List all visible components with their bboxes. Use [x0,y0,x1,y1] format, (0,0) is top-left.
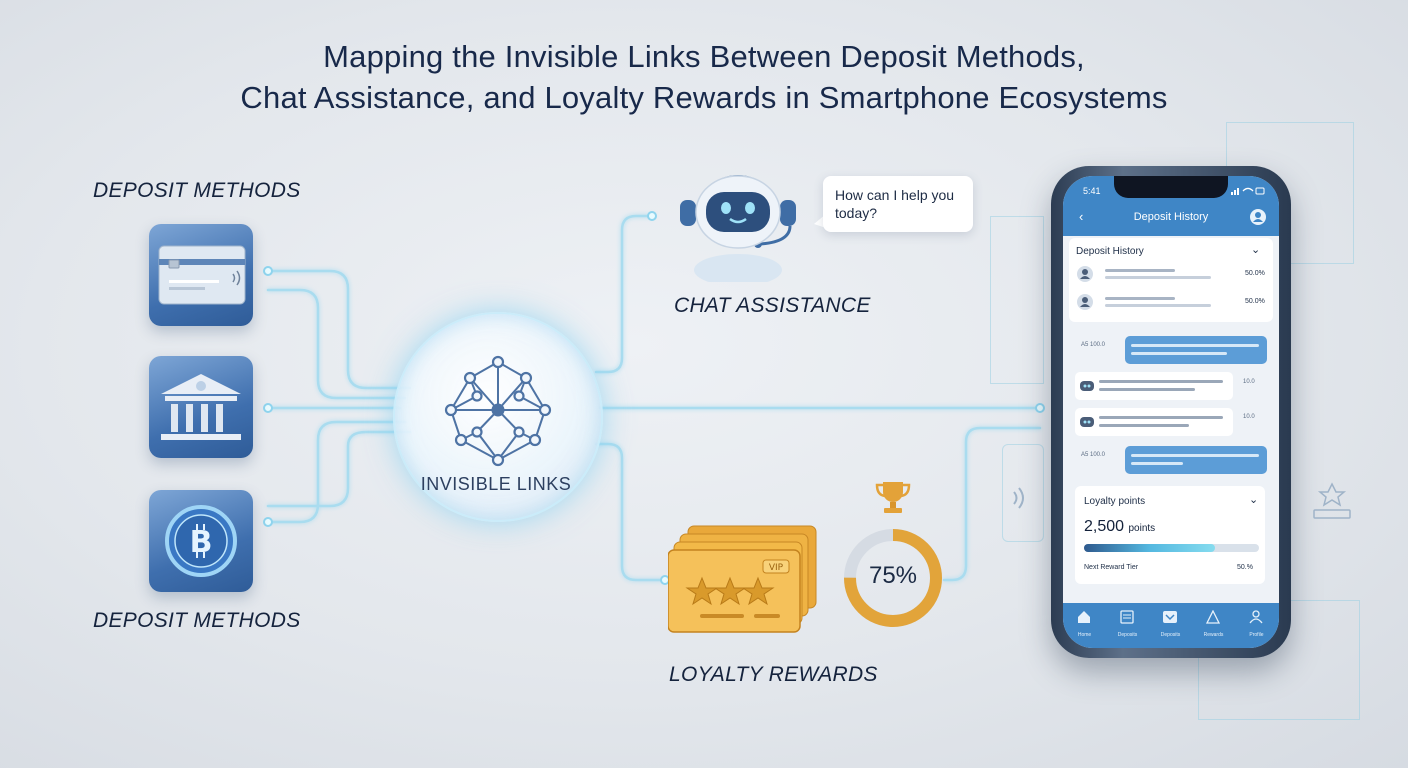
page-title: Mapping the Invisible Links Between Depo… [0,36,1408,118]
deposit-row[interactable]: 50.0% [1077,294,1267,312]
loyalty-points-number: 2,500 [1084,518,1125,535]
phone-notch [1114,176,1228,198]
title-line-2: Chat Assistance, and Loyalty Rewards in … [240,80,1168,115]
tab-label: Deposits [1117,632,1138,638]
bot-avatar-icon [1080,417,1094,427]
list-icon [1120,610,1134,624]
user-avatar-icon [1077,266,1093,282]
phone-tab-bar: Home Deposits Deposits Rewards Profile [1063,603,1279,648]
loyalty-progress-fill [1084,544,1216,552]
loyalty-points-value: 2,500 points [1084,518,1155,536]
status-icons [1231,187,1265,195]
next-tier-label: Next Reward Tier [1084,564,1139,571]
deposit-row[interactable]: 50.0% [1077,266,1267,284]
contactless-icon [1013,487,1024,509]
status-time: 5:41 [1083,186,1101,196]
chat-row-time: 10.0 [1243,414,1255,420]
trophy-icon [875,482,911,513]
vip-pedestal-icon [1313,482,1351,519]
deposit-history-chevron-icon[interactable]: ⌄ [1251,244,1261,256]
tab-label: Rewards [1203,632,1224,638]
person-icon [1249,610,1263,624]
rewards-icon [1206,610,1220,624]
chat-message-incoming[interactable] [1075,408,1233,436]
loyalty-progress-text: 75% [868,562,918,589]
tab-profile[interactable]: Profile [1235,603,1278,648]
loyalty-rewards-label: LOYALTY REWARDS [669,663,878,686]
phone-header-title: Deposit History [1133,211,1209,223]
chat-message-incoming[interactable] [1075,372,1233,400]
phone-screen: 5:41 ‹ Deposit History Deposit History ⌄… [1063,176,1279,648]
vip-badge: VIP [769,563,784,573]
loyalty-points-panel [1075,486,1265,584]
bitcoin-icon: B [165,505,237,577]
deposit-history-panel [1069,238,1273,322]
bank-tile[interactable] [149,356,253,458]
tab-deposits[interactable]: Deposits [1106,603,1149,648]
bot-avatar-icon [1080,381,1094,391]
inbox-icon [1163,611,1177,623]
next-tier-value: 50.% [1237,564,1253,571]
loyalty-chevron-icon[interactable]: ⌄ [1249,494,1259,506]
chat-row-time: 10.0 [1243,379,1255,385]
tab-home[interactable]: Home [1063,603,1106,648]
chat-row-label: A5 100.0 [1081,452,1106,458]
invisible-links-label: INVISIBLE LINKS [420,474,572,494]
home-icon [1078,611,1090,623]
decorative-frame [1002,444,1044,542]
user-avatar-icon [1077,294,1093,310]
chat-message-outgoing[interactable] [1125,336,1267,364]
tab-label: Deposits [1160,632,1181,638]
chat-bubble: How can I help you today? [823,176,973,232]
loyalty-card-icon[interactable]: VIP [668,524,820,634]
deposit-methods-label-bottom: DEPOSIT METHODS [93,609,301,632]
tab-deposits-active[interactable]: Deposits [1149,603,1192,648]
decorative-grid [990,216,1044,384]
loyalty-points-unit: points [1128,523,1156,534]
tab-label: Home [1077,632,1092,638]
robot-assistant-icon[interactable] [672,162,802,282]
deposit-amount: 50.0% [1245,270,1265,277]
network-icon [444,355,552,467]
tab-label: Profile [1249,632,1264,638]
deposit-methods-label-top: DEPOSIT METHODS [93,179,301,202]
title-line-1: Mapping the Invisible Links Between Depo… [323,39,1085,74]
loyalty-points-title: Loyalty points [1084,496,1146,507]
profile-icon[interactable] [1249,208,1267,226]
loyalty-progress-bar [1084,544,1259,552]
tab-rewards[interactable]: Rewards [1192,603,1235,648]
svg-text:B: B [190,525,213,560]
chat-message-outgoing[interactable] [1125,446,1267,474]
loyalty-progress-ring [844,529,942,627]
bank-icon [161,374,241,440]
deposit-amount: 50.0% [1245,298,1265,305]
deposit-history-section-title: Deposit History [1076,246,1144,257]
bitcoin-tile[interactable]: B [149,490,253,592]
back-chevron-icon[interactable]: ‹ [1079,209,1084,224]
credit-card-icon [158,245,246,305]
invisible-links-hub[interactable] [393,312,603,522]
chat-assistance-label: CHAT ASSISTANCE [674,294,871,317]
chat-row-label: A5 100.0 [1081,342,1106,348]
credit-card-tile[interactable] [149,224,253,326]
